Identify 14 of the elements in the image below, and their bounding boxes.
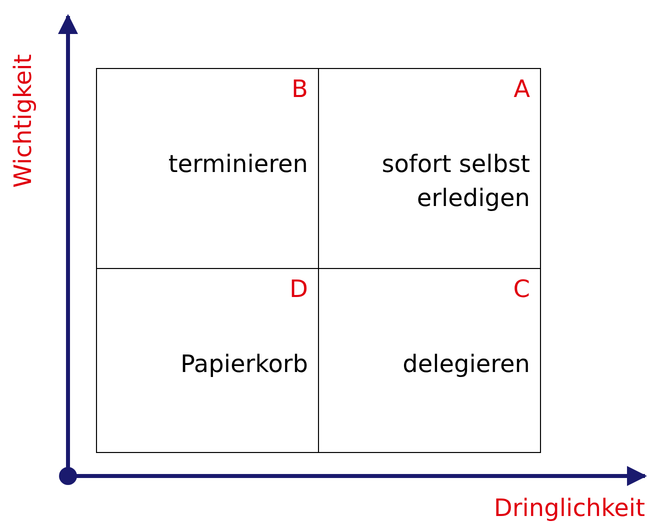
quadrant-cell (96, 68, 319, 269)
quadrant-cell (318, 268, 541, 453)
quadrant-letter: A (514, 75, 530, 103)
quadrant-letter: D (290, 275, 308, 303)
quadrant-text: delegieren (402, 349, 530, 380)
quadrant-letter: C (513, 275, 530, 303)
axis-label: Dringlichkeit (494, 494, 645, 522)
quadrant-cell (96, 268, 319, 453)
axis-label: Wichtigkeit (9, 53, 37, 190)
quadrant-letter: B (292, 75, 308, 103)
quadrant-text: Papierkorb (180, 349, 308, 380)
quadrant-text: sofort selbst erledigen (380, 149, 530, 214)
quadrant-text: terminieren (167, 149, 308, 180)
quadrant-cell (318, 68, 541, 269)
